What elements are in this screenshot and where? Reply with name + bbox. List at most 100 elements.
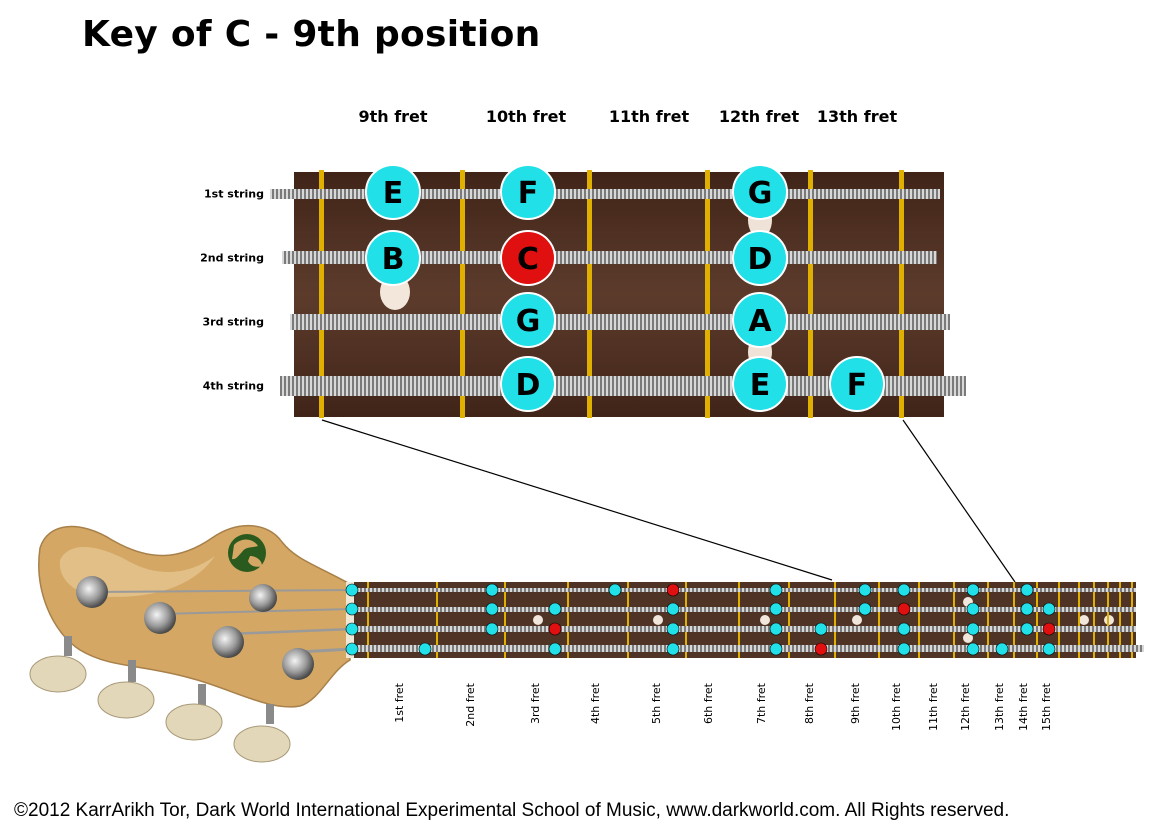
- neck-inlay: [653, 615, 663, 625]
- zoom-note-circle-g: [732, 164, 788, 220]
- neck-strings: [352, 588, 1144, 652]
- neck-fret-wire: [987, 582, 989, 658]
- zoom-note-circle-f: [829, 356, 885, 412]
- neck-note-dot: [966, 622, 980, 636]
- zoom-fret-header-9: 9th fret: [358, 107, 428, 126]
- neck-string-4: [352, 645, 1144, 652]
- neck-note-dot: [666, 602, 680, 616]
- neck-note-dot: [345, 602, 359, 616]
- neck-fret-label: 6th fret: [702, 682, 715, 724]
- neck-note-dot: [485, 602, 499, 616]
- globe-logo-icon: [228, 534, 266, 572]
- tuner-key-3: [165, 684, 223, 741]
- neck-note-dot: [966, 642, 980, 656]
- tuning-peg-5: [249, 584, 277, 612]
- tuner-key-1: [29, 636, 87, 693]
- zoom-note-label: D: [748, 242, 773, 277]
- zoom-note-circle-f: [500, 164, 556, 220]
- zoom-fret-wire: [587, 170, 592, 418]
- string-label-3: 3rd string: [202, 315, 265, 329]
- neck-note-dot: [995, 642, 1009, 656]
- neck-note-dot: [1042, 642, 1056, 656]
- neck-note-dot: [666, 642, 680, 656]
- string-label-4: 4th string: [202, 379, 264, 393]
- zoom-fret-wire: [460, 170, 465, 418]
- neck-note-dot: [1020, 583, 1034, 597]
- neck-note-dot: [485, 583, 499, 597]
- neck-note-dot: [345, 642, 359, 656]
- headstock-string-3: [227, 627, 353, 636]
- zoom-fret-header-11: 11th fret: [608, 107, 690, 126]
- neck-fret-label: 1st fret: [393, 682, 406, 722]
- neck-fret-wire: [504, 582, 506, 658]
- neck-fret-label: 3rd fret: [529, 682, 542, 724]
- neck-inlay: [852, 615, 862, 625]
- zoom-note-label: G: [516, 304, 541, 339]
- neck-fret-label: 11th fret: [927, 682, 940, 731]
- neck-note-dot: [897, 583, 911, 597]
- neck-note-dot: [769, 642, 783, 656]
- tuning-peg-2: [144, 602, 176, 634]
- zoom-connector-right: [902, 419, 1016, 583]
- zoom-note-label: F: [518, 176, 539, 211]
- zoom-note-circle-g: [500, 292, 556, 348]
- zoom-string-1: [270, 189, 940, 199]
- headstock-string-1: [91, 589, 353, 593]
- zoom-fret-wire: [899, 170, 904, 418]
- page-title: Key of C - 9th position: [82, 14, 541, 55]
- neck-frets: [367, 582, 1133, 658]
- neck-root-dot: [548, 622, 562, 636]
- neck-fret-label: 8th fret: [803, 682, 816, 724]
- neck-note-dot: [418, 642, 432, 656]
- zoom-note-circle-d: [500, 356, 556, 412]
- neck-fret-wire: [738, 582, 740, 658]
- neck-fret-wire: [1107, 582, 1109, 658]
- neck-fret-wire: [788, 582, 790, 658]
- neck-note-dot: [345, 622, 359, 636]
- tuning-peg-1: [76, 576, 108, 608]
- zoom-fret-wire: [705, 170, 710, 418]
- neck-note-dot: [966, 602, 980, 616]
- neck-fret-wire: [627, 582, 629, 658]
- zoom-fret-header-10: 10th fret: [485, 107, 567, 126]
- neck-fret-wire: [953, 582, 955, 658]
- neck-note-dot: [966, 583, 980, 597]
- neck-note-dot: [1020, 622, 1034, 636]
- zoom-string-4: [280, 376, 966, 396]
- string-label-1: 1st string: [204, 187, 264, 201]
- zoom-note-label: D: [516, 368, 541, 403]
- zoom-fret-wire: [808, 170, 813, 418]
- neck-dots: [345, 583, 1056, 656]
- neck-fret-label: 2nd fret: [464, 682, 477, 726]
- headstock: [29, 525, 353, 763]
- neck-string-2: [352, 607, 1136, 612]
- zoom-note-circle-e: [365, 164, 421, 220]
- neck-fret-label: 7th fret: [755, 682, 768, 724]
- neck-fret-wire: [1078, 582, 1080, 658]
- neck-fret-label: 13th fret: [993, 682, 1006, 731]
- headstock-string-2: [159, 608, 353, 615]
- neck-note-dot: [814, 622, 828, 636]
- neck-note-dot: [897, 622, 911, 636]
- zoom-note-circle-a: [732, 292, 788, 348]
- neck-fret-wire: [367, 582, 369, 658]
- string-label-2: 2nd string: [200, 251, 264, 265]
- zoom-note-label: G: [748, 176, 773, 211]
- tuner-key-2: [97, 660, 155, 719]
- zoom-note-circle-d: [732, 230, 788, 286]
- neck-fret-wire: [685, 582, 687, 658]
- neck-inlay: [533, 615, 543, 625]
- tuning-peg-3: [212, 626, 244, 658]
- neck-note-dot: [1020, 602, 1034, 616]
- neck-root-dot: [897, 602, 911, 616]
- zoom-note-circle-b: [365, 230, 421, 286]
- neck-fret-label: 14th fret: [1017, 682, 1030, 731]
- neck-fret-wire: [1058, 582, 1060, 658]
- neck-fret-wire: [1013, 582, 1015, 658]
- zoom-fret-wire: [319, 170, 324, 418]
- neck-fret-wire: [567, 582, 569, 658]
- zoom-connector-left: [321, 419, 833, 581]
- neck-fret-wire: [1093, 582, 1095, 658]
